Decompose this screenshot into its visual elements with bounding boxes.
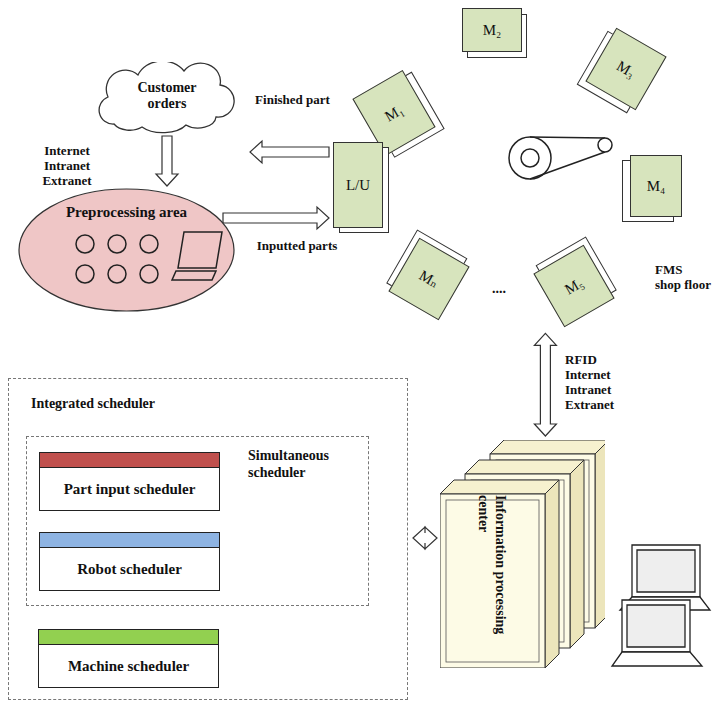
node-sched: Robot scheduler xyxy=(39,532,220,591)
node-machine: L/U xyxy=(333,142,383,228)
ellipsis: .... xyxy=(492,281,532,296)
server-label: Information processing center xyxy=(475,495,509,665)
laptop-base xyxy=(612,652,702,666)
block-arrow xyxy=(534,333,556,436)
node-machine: Mₙ xyxy=(388,238,469,321)
scheduler-label: Machine scheduler xyxy=(39,645,218,687)
group-title: Integrated scheduler xyxy=(31,395,231,412)
group-title: Simultaneous scheduler xyxy=(248,447,360,481)
node-sched: Machine scheduler xyxy=(38,629,219,688)
scheduler-label: Part input scheduler xyxy=(40,468,219,510)
color-bar xyxy=(40,533,219,548)
part-circle xyxy=(76,265,94,283)
server-top xyxy=(440,480,559,494)
server-top xyxy=(490,440,605,454)
edge-label: Finished part xyxy=(255,92,330,107)
part-circle xyxy=(140,235,158,253)
area-ellipse xyxy=(19,189,234,311)
block-arrow xyxy=(156,136,178,186)
part-circle xyxy=(76,235,94,253)
robot-wheel xyxy=(509,137,551,179)
robot-pulley xyxy=(598,138,612,152)
block-arrow xyxy=(250,141,329,163)
area-label: Preprocessing area xyxy=(18,188,235,221)
server-side xyxy=(570,460,584,648)
laptop-screen xyxy=(627,605,685,647)
laptop-screen xyxy=(622,600,690,652)
cloud-label: Customer orders xyxy=(117,80,217,112)
node-machine: M₅ xyxy=(533,245,614,328)
node-dashed: Integrated schedulerSimultaneous schedul… xyxy=(8,378,408,700)
robot-conveyor xyxy=(509,137,612,179)
laptop-screen xyxy=(632,545,700,597)
part-circle xyxy=(140,265,158,283)
robot-belt xyxy=(530,137,605,138)
server-side xyxy=(545,480,559,668)
machine-label: M₂ xyxy=(483,22,502,39)
machine-label: M₄ xyxy=(647,178,666,195)
laptop-base xyxy=(172,271,216,280)
color-bar xyxy=(40,453,219,468)
robot-belt xyxy=(530,152,605,179)
node-cloud: Customer orders xyxy=(92,62,242,134)
area-label: FMS shop floor xyxy=(655,262,711,292)
machine-label: L/U xyxy=(346,177,370,194)
cloud-outline xyxy=(99,62,234,133)
server-side xyxy=(595,440,605,628)
laptops xyxy=(612,545,710,666)
server-stack xyxy=(440,440,605,668)
block-arrow xyxy=(413,527,437,549)
robot-hub xyxy=(521,149,539,167)
laptop-screen xyxy=(637,550,695,592)
node-ellipse: Preprocessing area xyxy=(18,188,235,312)
edge-label: Internet Intranet Extranet xyxy=(22,143,112,188)
edge-label: Inputted parts xyxy=(253,238,341,253)
node-sched: Part input scheduler xyxy=(39,452,220,511)
part-circle xyxy=(108,235,126,253)
block-arrow xyxy=(223,207,329,229)
server-front xyxy=(440,494,545,668)
node-server: Information processing center xyxy=(440,440,605,668)
node-machine: M₄ xyxy=(630,155,682,217)
server-top xyxy=(465,460,584,474)
color-bar xyxy=(39,630,218,645)
edge-label: RFID Internet Intranet Extranet xyxy=(565,352,645,412)
node-machine: M₂ xyxy=(462,8,522,52)
node-dashed: Simultaneous schedulerPart input schedul… xyxy=(26,436,369,606)
server-panel xyxy=(446,500,539,662)
part-circle xyxy=(108,265,126,283)
scheduler-label: Robot scheduler xyxy=(40,548,219,590)
laptop-screen xyxy=(178,232,222,268)
node-machine: M₃ xyxy=(585,28,666,111)
